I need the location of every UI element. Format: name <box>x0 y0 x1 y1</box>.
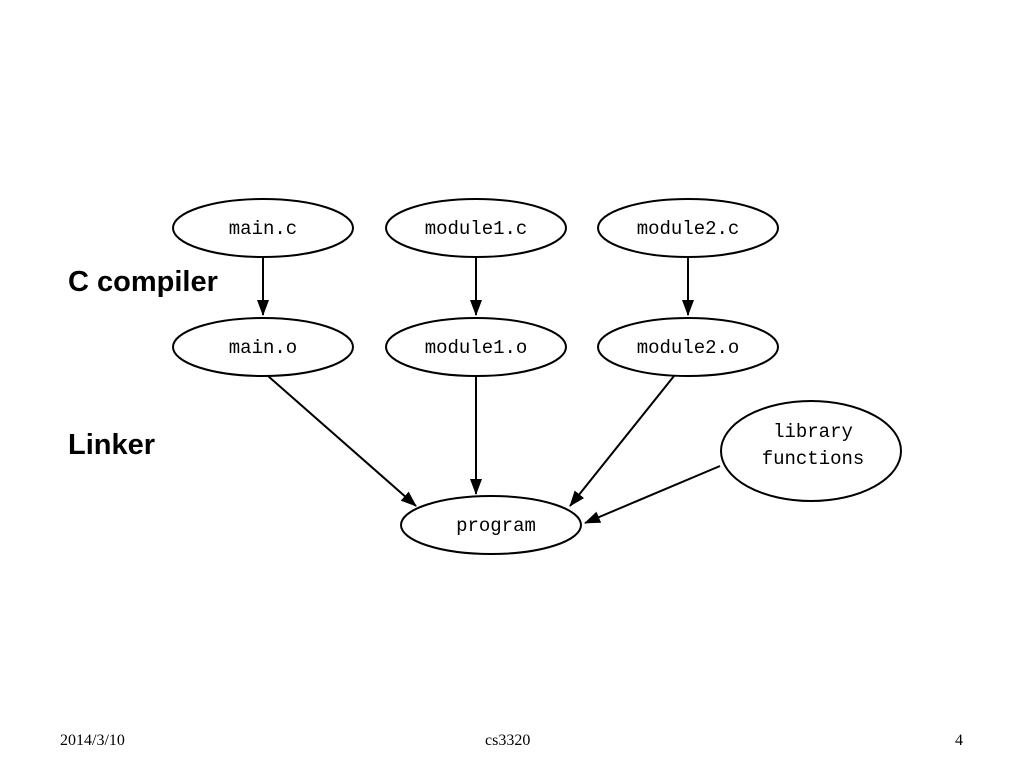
footer-course: cs3320 <box>485 732 531 749</box>
node-main-c-shape <box>172 198 354 258</box>
node-main-c-label: main.c <box>229 218 297 240</box>
node-module1-c-label: module1.c <box>425 218 528 240</box>
node-main-c: main.c <box>172 198 354 258</box>
node-main-o-label: main.o <box>229 337 297 359</box>
node-module1-o: module1.o <box>385 317 567 377</box>
node-main-o-shape <box>172 317 354 377</box>
linker-label: Linker <box>68 429 156 461</box>
node-module1-c: module1.c <box>385 198 567 258</box>
footer-date: 2014/3/10 <box>60 732 125 749</box>
node-module1-o-shape <box>385 317 567 377</box>
edge-module2-o-to-program <box>569 375 675 507</box>
node-module1-c-shape <box>385 198 567 258</box>
c-compiler-label: C compiler <box>68 266 218 298</box>
node-module1-o-label: module1.o <box>425 337 528 359</box>
node-module2-c: module2.c <box>597 198 779 258</box>
node-library-functions-shape <box>720 400 902 502</box>
node-program: program <box>400 495 582 555</box>
node-module2-c-shape <box>597 198 779 258</box>
node-module2-o-shape <box>597 317 779 377</box>
edge-main-o-to-program <box>267 375 417 507</box>
node-program-shape <box>400 495 582 555</box>
node-module2-c-label: module2.c <box>637 218 740 240</box>
node-module2-o-label: module2.o <box>637 337 740 359</box>
node-main-o: main.o <box>172 317 354 377</box>
diagram-edges <box>257 258 721 524</box>
edge-library-to-program <box>584 465 721 524</box>
node-library-functions-label-line2: functions <box>762 448 865 470</box>
footer-page-number: 4 <box>955 732 963 749</box>
node-library-functions: library functions <box>720 400 902 502</box>
node-module2-o: module2.o <box>597 317 779 377</box>
node-library-functions-label-line1: library <box>773 421 853 443</box>
node-program-label: program <box>456 515 536 537</box>
